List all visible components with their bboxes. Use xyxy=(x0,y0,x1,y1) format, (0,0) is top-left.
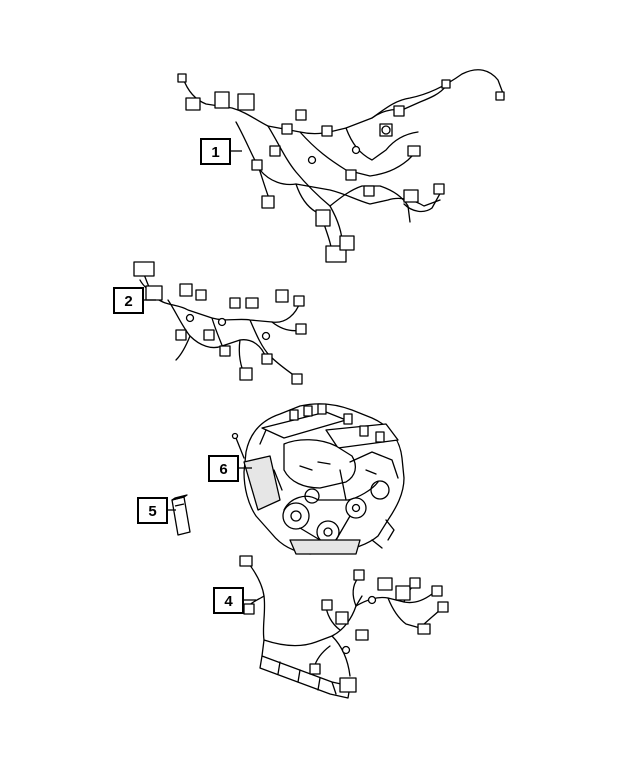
mounting-bracket xyxy=(171,494,191,536)
callout-5: 5 xyxy=(137,497,176,524)
callout-box xyxy=(200,138,231,165)
callout-2: 2 xyxy=(113,287,156,314)
callout-6: 6 xyxy=(208,455,252,482)
callout-number: 1 xyxy=(211,144,219,161)
callouts: 1 2 6 5 4 xyxy=(113,138,256,614)
engine-assembly xyxy=(231,403,405,555)
wiring-harness-4 xyxy=(239,555,449,699)
callout-number: 6 xyxy=(219,461,227,478)
callout-box xyxy=(213,587,244,614)
callout-1: 1 xyxy=(200,138,242,165)
callout-4: 4 xyxy=(213,587,256,614)
callout-box xyxy=(113,287,144,314)
wiring-harness-1 xyxy=(177,69,505,263)
callout-number: 5 xyxy=(148,503,156,520)
callout-number: 2 xyxy=(124,293,132,310)
callout-box xyxy=(208,455,239,482)
callout-number: 4 xyxy=(224,593,233,610)
wiring-harness-2 xyxy=(133,261,307,385)
callout-box xyxy=(137,497,168,524)
